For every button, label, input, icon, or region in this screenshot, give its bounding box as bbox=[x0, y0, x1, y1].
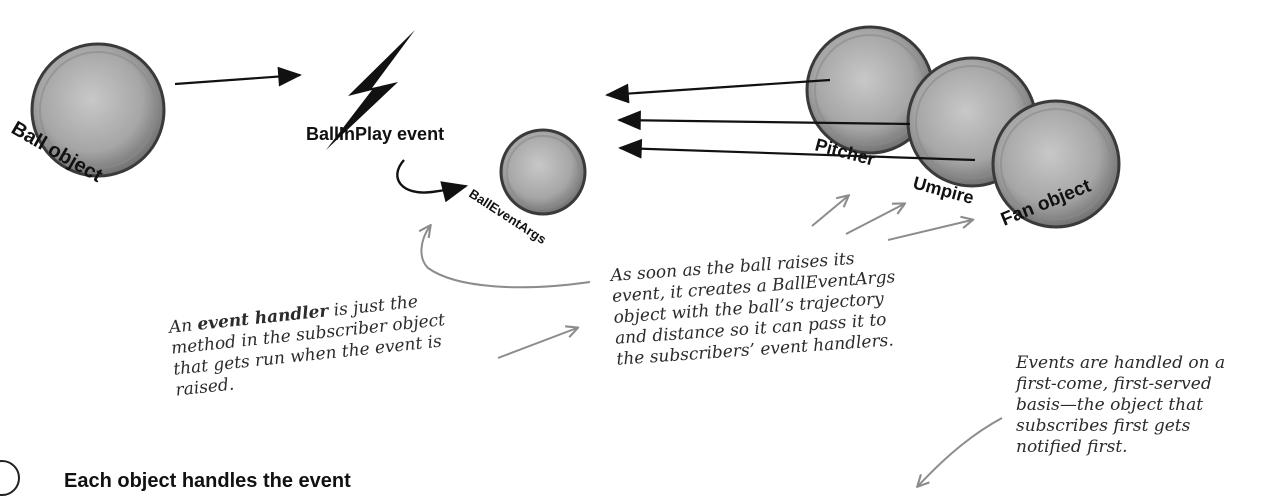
fan-handler-arrow bbox=[887, 220, 972, 241]
order-note-line: notified first. bbox=[1016, 437, 1128, 457]
step-heading: Each object handles the event bbox=[64, 470, 351, 492]
fan-subscribe-arrow bbox=[618, 138, 976, 162]
order-note-arrow bbox=[918, 417, 1003, 486]
pitcher-handler-arrow bbox=[811, 196, 848, 227]
args-pointer-arrow bbox=[421, 226, 591, 289]
order-note-line: first-come, first-served bbox=[1016, 374, 1212, 394]
order-note-line: Events are handled on a bbox=[1016, 353, 1226, 373]
pitcher-object bbox=[805, 25, 935, 155]
fan-object bbox=[991, 99, 1121, 229]
handler-note-arrow bbox=[497, 328, 577, 359]
lightning-icon bbox=[326, 30, 415, 150]
ball-event-args-object bbox=[499, 128, 587, 216]
pitcher-subscribe-arrow bbox=[605, 78, 831, 104]
order-note-line: subscribes first gets bbox=[1016, 416, 1191, 436]
first-come-first-served-note: Events are handled on a first-come, firs… bbox=[1016, 353, 1278, 458]
ball-object bbox=[30, 42, 166, 178]
umpire-handler-arrow bbox=[845, 204, 904, 235]
event-label: BallInPlay event bbox=[306, 124, 444, 144]
event-creates-args-arrow bbox=[396, 159, 469, 203]
ball-to-event-arrow bbox=[174, 66, 302, 87]
umpire-subscribe-arrow bbox=[617, 110, 911, 131]
order-note-line: basis—the object that bbox=[1016, 395, 1204, 415]
